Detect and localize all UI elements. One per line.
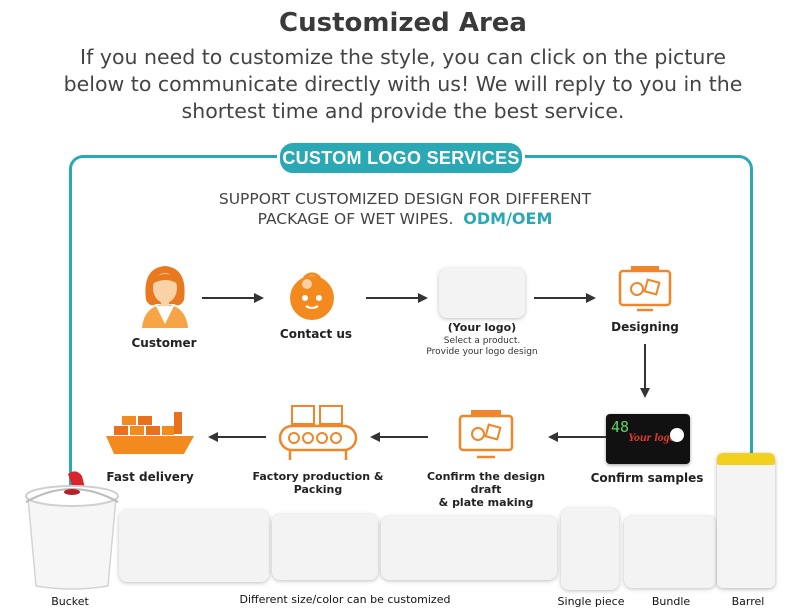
sample-seal-icon xyxy=(670,428,684,442)
select-product-text: Select a product. xyxy=(443,336,521,346)
factory-line-1: Factory production & xyxy=(252,470,384,483)
arrow-left-icon xyxy=(548,432,606,442)
bucket-label: Bucket xyxy=(51,595,89,608)
intro-text: If you need to customize the style, you … xyxy=(63,45,743,123)
cargo-ship-icon xyxy=(106,412,194,454)
bucket-product-image xyxy=(25,471,119,590)
factory-label: Factory production & Packing xyxy=(250,470,386,496)
provide-logo-text: Provide your logo design xyxy=(426,347,538,357)
long-wipes-pack xyxy=(381,516,557,580)
customer-icon xyxy=(142,266,188,328)
sample-count: 48 xyxy=(611,418,630,436)
your-logo-label: (Your logo) xyxy=(447,321,517,334)
contact-us-icon xyxy=(290,272,334,320)
confirm-samples-label: Confirm samples xyxy=(590,471,704,485)
sample-package: 48 Your logo xyxy=(606,414,690,464)
factory-line-2: Packing xyxy=(293,483,343,496)
bundle-wipes-pack xyxy=(624,516,716,588)
support-text: SUPPORT CUSTOMIZED DESIGN FOR DIFFERENT … xyxy=(150,190,660,229)
custom-logo-services-badge: CUSTOM LOGO SERVICES xyxy=(277,140,525,176)
arrow-right-icon xyxy=(366,293,428,303)
confirm-draft-label: Confirm the design draft & plate making xyxy=(416,470,556,509)
designing-monitor-icon xyxy=(618,266,672,312)
page-title: Customized Area xyxy=(279,8,527,38)
arrow-left-icon xyxy=(208,432,266,442)
support-line-2-text: PACKAGE OF WET WIPES. xyxy=(257,210,454,228)
barrel-canister xyxy=(717,453,775,588)
factory-conveyor-icon xyxy=(278,405,358,460)
arrow-down-icon xyxy=(640,344,650,398)
confirm-draft-line-2: & plate making xyxy=(438,496,534,509)
single-piece-label: Single piece xyxy=(557,595,625,608)
medium-wipes-pack xyxy=(272,514,378,580)
customer-label: Customer xyxy=(131,336,197,350)
arrow-right-icon xyxy=(534,293,596,303)
designing-label: Designing xyxy=(611,320,679,334)
contact-us-label: Contact us xyxy=(279,327,353,341)
support-line-1: SUPPORT CUSTOMIZED DESIGN FOR DIFFERENT xyxy=(218,190,592,208)
sample-logo-text: Your logo xyxy=(628,430,676,444)
arrow-left-icon xyxy=(370,432,428,442)
support-line-2: PACKAGE OF WET WIPES. ODM/OEM xyxy=(150,209,660,229)
barrel-label: Barrel xyxy=(731,595,765,608)
design-draft-monitor-icon xyxy=(458,410,514,459)
confirm-draft-line-1: Confirm the design draft xyxy=(426,470,546,496)
sizes-label: Different size/color can be customized xyxy=(239,593,451,606)
barrel-lid xyxy=(717,453,775,465)
wipes-pack-icon xyxy=(439,268,525,318)
large-wipes-pack xyxy=(119,510,269,582)
bundle-label: Bundle xyxy=(651,595,691,608)
arrow-right-icon xyxy=(202,293,264,303)
odm-oem-label: ODM/OEM xyxy=(463,209,553,228)
single-piece-wipe xyxy=(561,508,619,590)
fast-delivery-label: Fast delivery xyxy=(106,470,194,484)
